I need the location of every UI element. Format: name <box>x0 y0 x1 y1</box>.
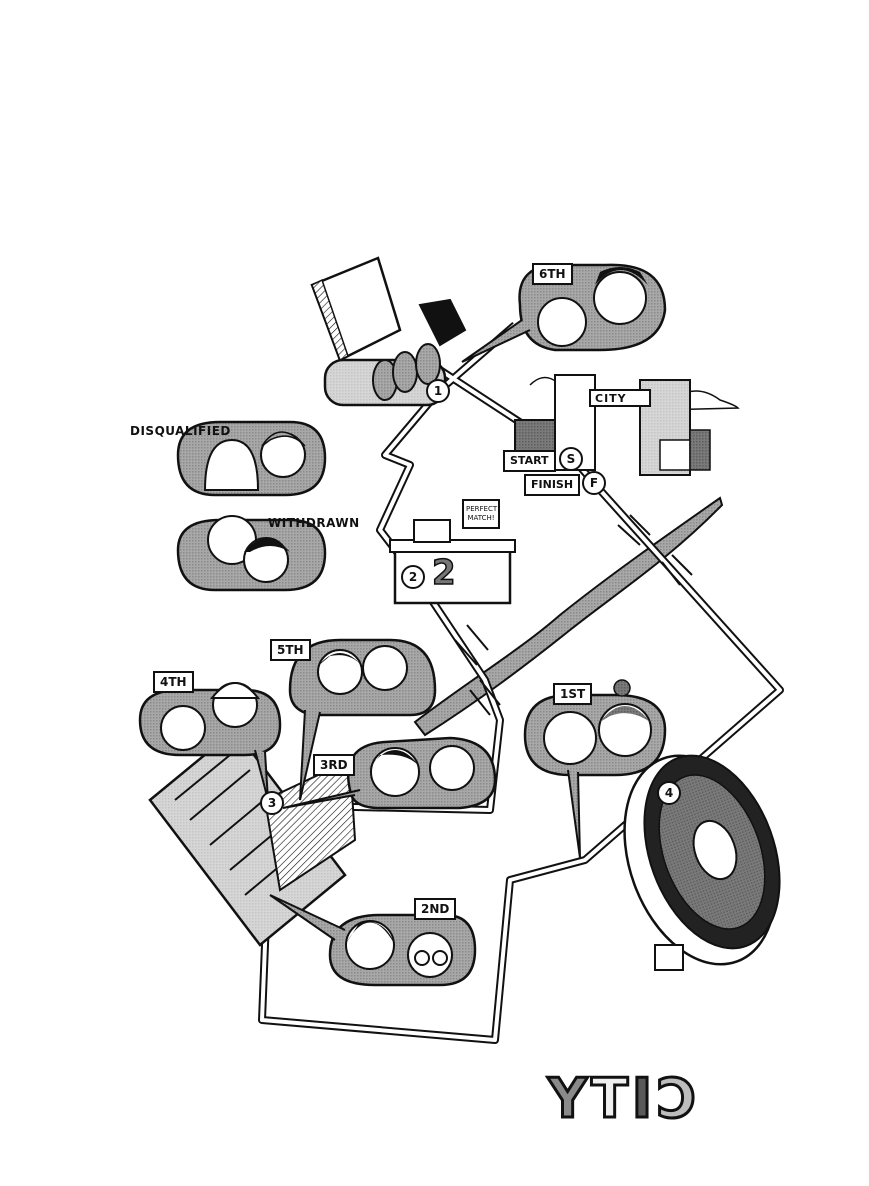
checkpoint-1-marker: 1 <box>426 379 450 403</box>
bubble-2nd <box>269 894 477 987</box>
rank-tag-4th: 4TH <box>153 671 194 693</box>
page-title-mirrored: C I T Y <box>547 1066 698 1132</box>
slot-machine-landmark <box>310 256 467 407</box>
title-letter-y: Y <box>547 1066 589 1132</box>
bubble-1st <box>523 679 667 859</box>
roulette-landmark <box>623 754 781 971</box>
bubble-disqualified <box>176 420 327 497</box>
withdrawn-label: WITHDRAWN <box>268 516 360 530</box>
bridge-2 <box>617 514 693 586</box>
bubble-6th <box>461 263 667 363</box>
start-marker: S <box>559 447 583 471</box>
bridge-1 <box>454 624 501 716</box>
perfect-match-sign: PERFECT MATCH! <box>462 499 500 529</box>
title-letter-t: T <box>590 1066 630 1132</box>
title-letter-c: C <box>655 1066 698 1132</box>
rank-tag-6th: 6TH <box>532 263 573 285</box>
rank-tag-3rd: 3RD <box>313 754 355 776</box>
bubble-5th <box>288 638 437 801</box>
checkpoint-2-marker: 2 <box>401 565 425 589</box>
matchmaking-desk-landmark <box>389 519 516 605</box>
perfect-match-text: PERFECT MATCH! <box>466 505 498 522</box>
rank-tag-1st: 1ST <box>553 683 593 705</box>
rank-tag-5th: 5TH <box>270 639 311 661</box>
bubble-withdrawn <box>176 515 327 592</box>
checkpoint-4-marker: 4 <box>657 781 681 805</box>
checkpoint-3-marker: 3 <box>260 791 284 815</box>
desk-number: 2 <box>431 552 456 594</box>
river <box>413 496 724 737</box>
city-arch-sign: CITY <box>595 392 627 405</box>
finish-label: FINISH <box>524 474 581 496</box>
city-landmark <box>514 374 740 476</box>
finish-marker: F <box>582 471 606 495</box>
bubble-3rd <box>282 736 497 810</box>
rank-tag-2nd: 2ND <box>414 898 457 920</box>
title-letter-i: I <box>630 1066 653 1132</box>
disqualified-label: DISQUALIFIED <box>130 424 231 438</box>
start-label: START <box>503 450 556 472</box>
